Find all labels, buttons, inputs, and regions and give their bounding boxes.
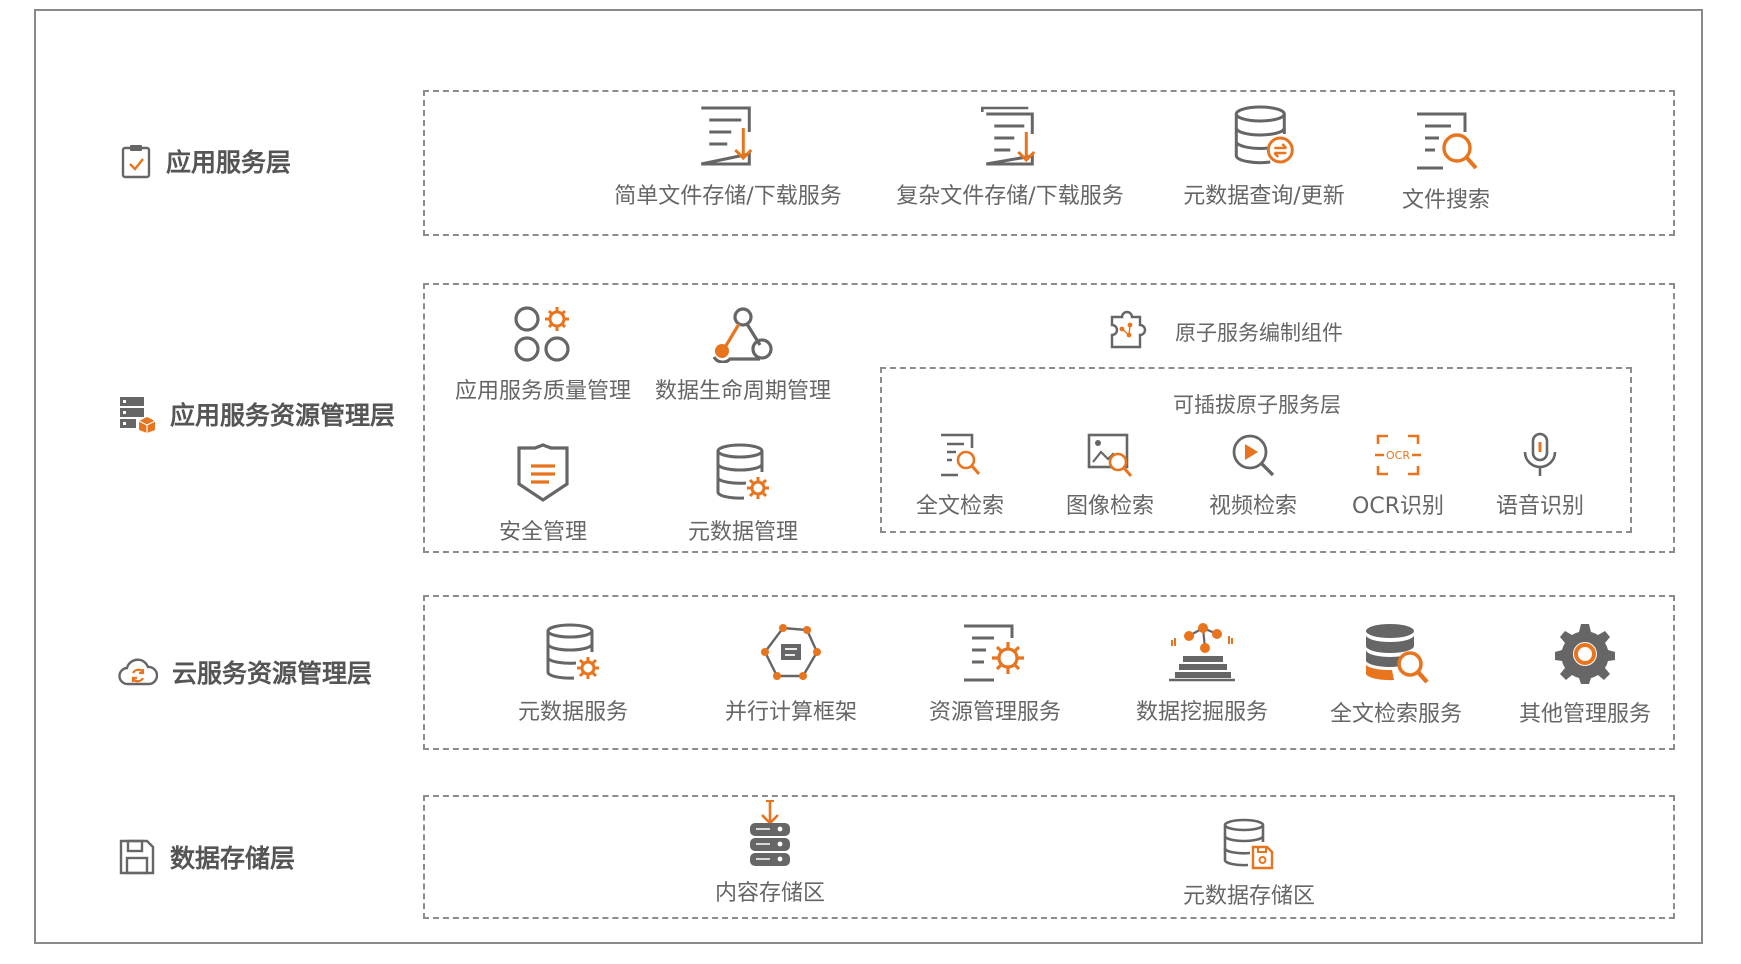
diagram-frame [34,9,1703,944]
item-resource-management: 资源管理服务 [929,622,1061,726]
floppy-disk-icon [119,839,155,875]
files-download-icon [980,106,1036,166]
gear-icon [1554,624,1615,684]
item-label: 图像检索 [1065,494,1155,519]
application-service-box [423,90,1675,236]
item-label: 全文检索 [915,494,1005,519]
video-search-icon [1232,434,1275,477]
item-label: 应用服务质量管理 [454,379,632,404]
server-cube-icon [120,397,156,433]
item-video-search: 视频检索 [1209,432,1297,520]
item-label: OCR识别 [1352,494,1444,519]
database-gear-icon [546,623,599,680]
item-security: 安全管理 [499,442,587,546]
item-label: 元数据服务 [517,700,629,725]
item-label: 数据挖掘服务 [1135,700,1269,725]
item-metadata-service: 元数据服务 [518,622,628,726]
shield-icon [517,443,569,502]
item-label: 全文检索服务 [1329,702,1463,727]
data-mining-icon [1168,623,1235,682]
item-label: 内容存储区 [714,881,826,906]
microphone-icon [1523,432,1557,476]
item-fulltext-search: 全文检索 [916,432,1004,520]
database-save-icon [1223,818,1274,870]
item-label: 简单文件存储/下载服务 [614,184,842,209]
item-data-lifecycle: 数据生命周期管理 [655,305,831,405]
cloud-sync-icon [118,658,158,686]
puzzle-icon [1110,310,1147,349]
item-label: 数据生命周期管理 [654,379,832,404]
item-label: 资源管理服务 [928,700,1062,725]
atomic-composition-title: 原子服务编制组件 [1175,321,1343,345]
item-file-search: 文件搜索 [1402,110,1490,214]
svg-text:OCR: OCR [1386,449,1410,462]
pluggable-atomic-service-box [880,367,1632,533]
item-label: 并行计算框架 [724,700,858,725]
network-nodes-icon [760,624,821,680]
item-label: 元数据管理 [687,520,799,545]
database-search-icon [1365,624,1429,684]
item-fulltext-search-service: 全文检索服务 [1330,622,1462,728]
item-speech: 语音识别 [1496,432,1584,520]
cloud-resource-management-box [423,595,1675,750]
image-search-icon [1087,433,1133,477]
item-label: 文件搜索 [1401,188,1491,213]
doc-search-icon [940,433,981,477]
database-refresh-icon [1234,105,1294,165]
item-label: 视频检索 [1208,494,1298,519]
layer-data-storage: 数据存储层 [118,838,295,876]
server-stack-icon [749,800,790,866]
item-content-storage: 内容存储区 [715,799,825,907]
layer-application-service: 应用服务层 [120,143,291,179]
database-gear-icon [716,443,769,500]
doc-gear-icon [963,624,1024,682]
layer-cloud-resource-management: 云服务资源管理层 [118,654,372,690]
item-label: 元数据存储区 [1182,884,1316,909]
lifecycle-icon [712,307,773,363]
item-parallel-computing: 并行计算框架 [725,622,857,726]
app-resource-management-box [423,283,1675,553]
data-storage-box [423,795,1675,919]
item-label: 语音识别 [1495,494,1585,519]
ocr-scan-icon: OCR [1375,434,1421,476]
item-data-mining: 数据挖掘服务 [1136,622,1268,726]
item-label: 元数据查询/更新 [1183,184,1345,209]
item-label: 安全管理 [498,520,588,545]
item-image-search: 图像检索 [1066,432,1154,520]
item-ocr: OCR OCR识别 [1352,432,1444,520]
layer-app-resource-management: 应用服务资源管理层 [118,395,395,433]
item-simple-file-storage: 简单文件存储/下载服务 [614,104,842,210]
file-download-icon [700,106,753,166]
quality-gear-icon [514,306,570,362]
item-label: 复杂文件存储/下载服务 [896,184,1124,209]
item-label: 其他管理服务 [1518,702,1652,727]
item-complex-file-storage: 复杂文件存储/下载服务 [896,104,1124,210]
layer-label-text: 应用服务层 [166,148,292,177]
item-metadata-storage: 元数据存储区 [1183,818,1315,910]
item-metadata-management: 元数据管理 [688,442,798,546]
clipboard-check-icon [121,145,151,179]
item-service-quality: 应用服务质量管理 [455,305,631,405]
layer-label-text: 数据存储层 [170,844,296,873]
item-metadata-query: 元数据查询/更新 [1183,104,1345,210]
layer-label-text: 云服务资源管理层 [172,659,373,688]
file-search-icon [1416,112,1478,170]
pluggable-layer-title: 可插拔原子服务层 [1173,393,1341,417]
layer-label-text: 应用服务资源管理层 [170,401,396,430]
item-other-management: 其他管理服务 [1519,622,1651,728]
